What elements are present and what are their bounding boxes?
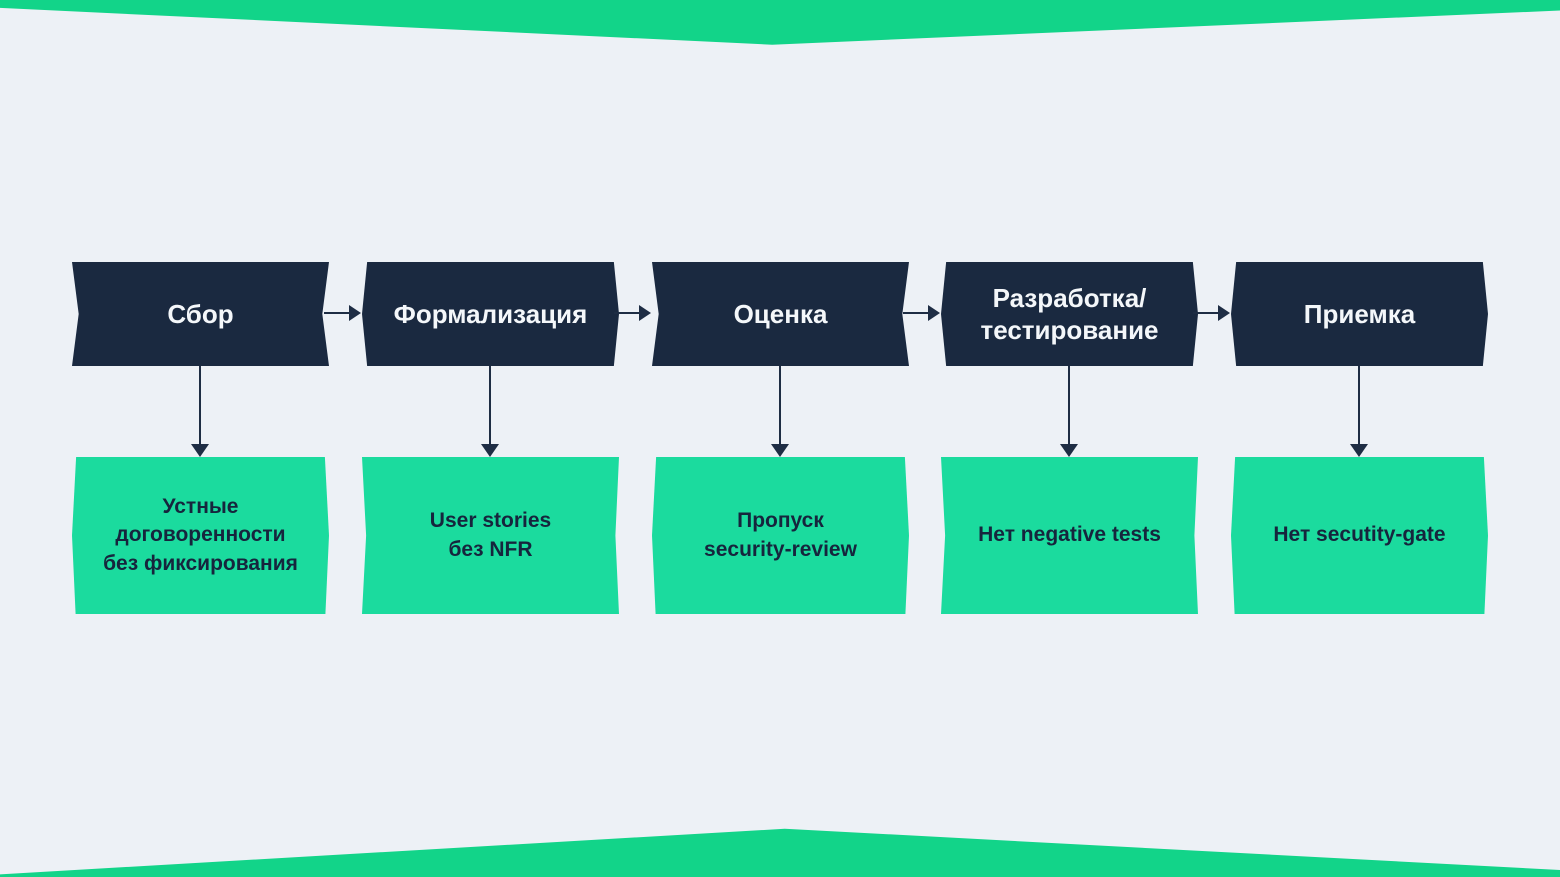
arrow-down-3-head [771,444,789,457]
arrow-down-1-head [191,444,209,457]
arrow-right-3-head [928,305,940,321]
stage-box-priemka: Приемка [1231,262,1488,366]
arrow-down-1 [191,366,209,457]
arrow-down-5 [1350,366,1368,457]
stage-box-ocenka: Оценка [652,262,909,366]
arrow-down-2-head [481,444,499,457]
arrow-down-5-head [1350,444,1368,457]
arrow-right-1-head [349,305,361,321]
stage-box-razrabotka: Разработка/ тестирование [941,262,1198,366]
issue-box-ustnye-dogovorennosti: Устные договоренности без фиксирования [72,457,329,614]
arrow-down-4 [1060,366,1078,457]
arrow-down-2 [481,366,499,457]
issue-box-user-stories-bez-nfr: User stories без NFR [362,457,619,614]
arrow-right-4 [1193,305,1230,321]
issue-box-net-negative-tests: Нет negative tests [941,457,1198,614]
issue-box-net-security-gate: Нет secutity-gate [1231,457,1488,614]
arrow-right-3 [903,305,940,321]
arrow-right-2-head [639,305,651,321]
arrow-right-2 [614,305,651,321]
arrow-right-4-head [1218,305,1230,321]
stage-box-formalizacia: Формализация [362,262,619,366]
arrow-down-4-head [1060,444,1078,457]
issue-box-propusk-security-review: Пропуск security-review [652,457,909,614]
stage-box-sbor: Сбор [72,262,329,366]
arrow-down-3 [771,366,789,457]
arrow-right-1 [324,305,361,321]
